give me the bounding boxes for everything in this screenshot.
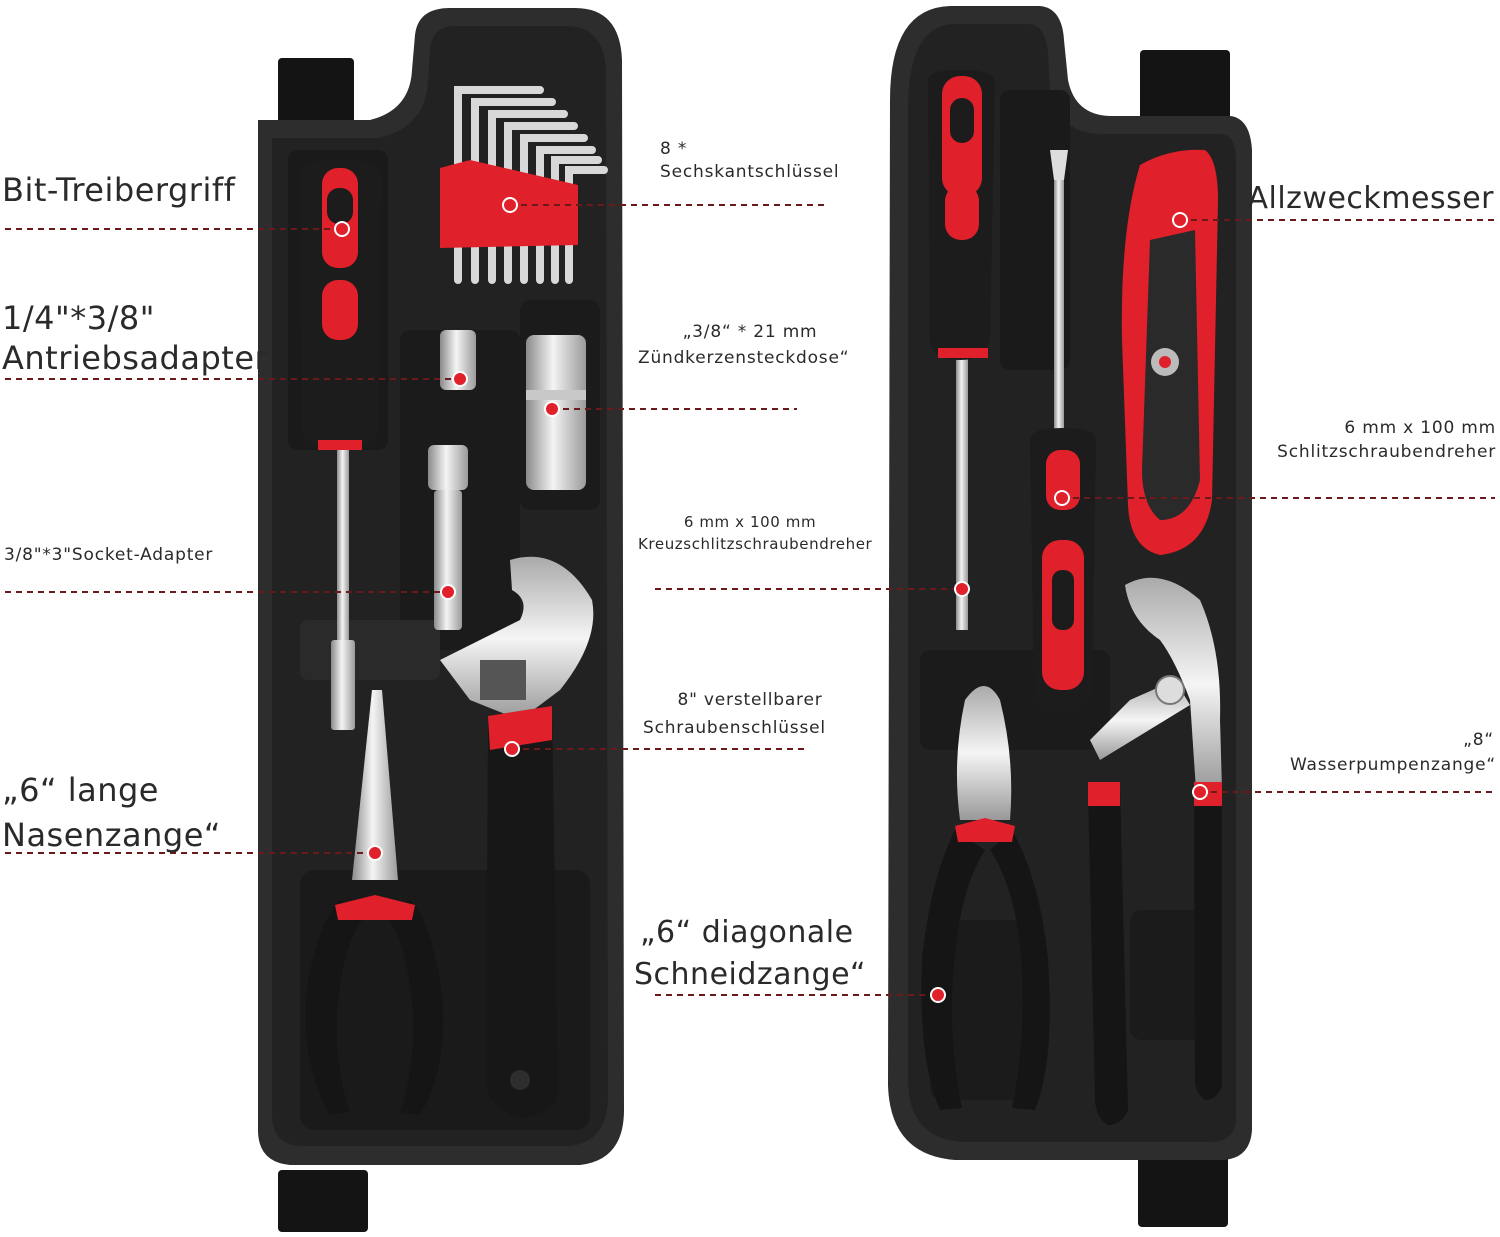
leader-lines — [5, 204, 1495, 996]
pliers-icon — [1088, 577, 1222, 1125]
pliers-icon — [921, 686, 1050, 1110]
label-long-nose-name: Nasenzange“ — [2, 816, 221, 854]
adjustable-wrench-icon — [440, 556, 594, 1118]
screwdriver-icon — [928, 70, 995, 630]
label-drive-adapter-size: 1/4"*3/8" — [2, 299, 155, 337]
label-adjustable-wrench-size: 8" verstellbarer — [677, 690, 823, 710]
label-phillips-size: 6 mm x 100 mm — [683, 513, 817, 531]
screwdriver-icon — [1030, 150, 1096, 712]
label-phillips-name: Kreuzschlitzschraubendreher — [638, 535, 873, 553]
label-diagonal-size: „6“ diagonale — [640, 915, 854, 950]
label-socket-adapter: 3/8"*3"Socket-Adapter — [4, 545, 214, 565]
label-bit-handle: Bit-Treibergriff — [2, 171, 236, 209]
utility-knife-icon — [1121, 149, 1218, 555]
label-slotted-size: 6 mm x 100 mm — [1344, 418, 1496, 438]
label-spark-socket-name: Zündkerzensteckdose“ — [638, 348, 850, 368]
screwdriver-icon — [300, 160, 382, 730]
label-long-nose-size: „6“ lange — [2, 771, 159, 809]
label-spark-socket-size: „3/8“ * 21 mm — [682, 322, 818, 342]
label-adjustable-wrench-name: Schraubenschlüssel — [643, 718, 826, 738]
label-hex-keys-name: Sechskantschlüssel — [660, 162, 840, 182]
label-diagonal-name: Schneidzange“ — [634, 957, 867, 992]
callout-dots — [334, 197, 1208, 1003]
label-drive-adapter-name: Antriebsadapter — [2, 339, 269, 377]
label-water-pump-name: Wasserpumpenzange“ — [1289, 755, 1496, 775]
label-water-pump-size: „8“ — [1463, 730, 1494, 750]
label-slotted-name: Schlitzschraubendreher — [1277, 442, 1496, 462]
pliers-icon — [305, 690, 444, 1115]
label-utility-knife: Allzweckmesser — [1247, 181, 1494, 216]
label-hex-keys-count: 8 * — [660, 139, 688, 159]
